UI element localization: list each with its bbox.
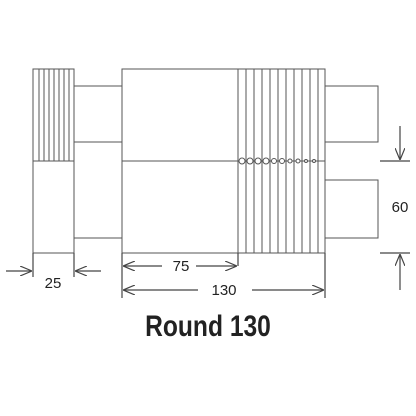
right-shaft-upper (324, 85, 379, 143)
left-hub-lower (73, 141, 123, 239)
center-holes (238, 157, 316, 165)
dimension-height-label: 60 (392, 199, 409, 216)
left-ring-ribbed (32, 68, 75, 162)
left-ring-plain (32, 160, 75, 254)
left-hub-upper (73, 85, 123, 143)
diagram-caption: Round 130 (145, 310, 271, 343)
right-shaft-lower (324, 179, 379, 239)
dimension-body-length-label: 75 (173, 258, 190, 275)
dimension-ring-width-label: 25 (45, 275, 62, 292)
dimension-ring-width (6, 253, 101, 277)
dimension-height (380, 126, 410, 290)
dimension-total-length-label: 130 (211, 282, 236, 299)
dimension-total-length (124, 253, 326, 298)
dimension-body-length (121, 253, 239, 298)
